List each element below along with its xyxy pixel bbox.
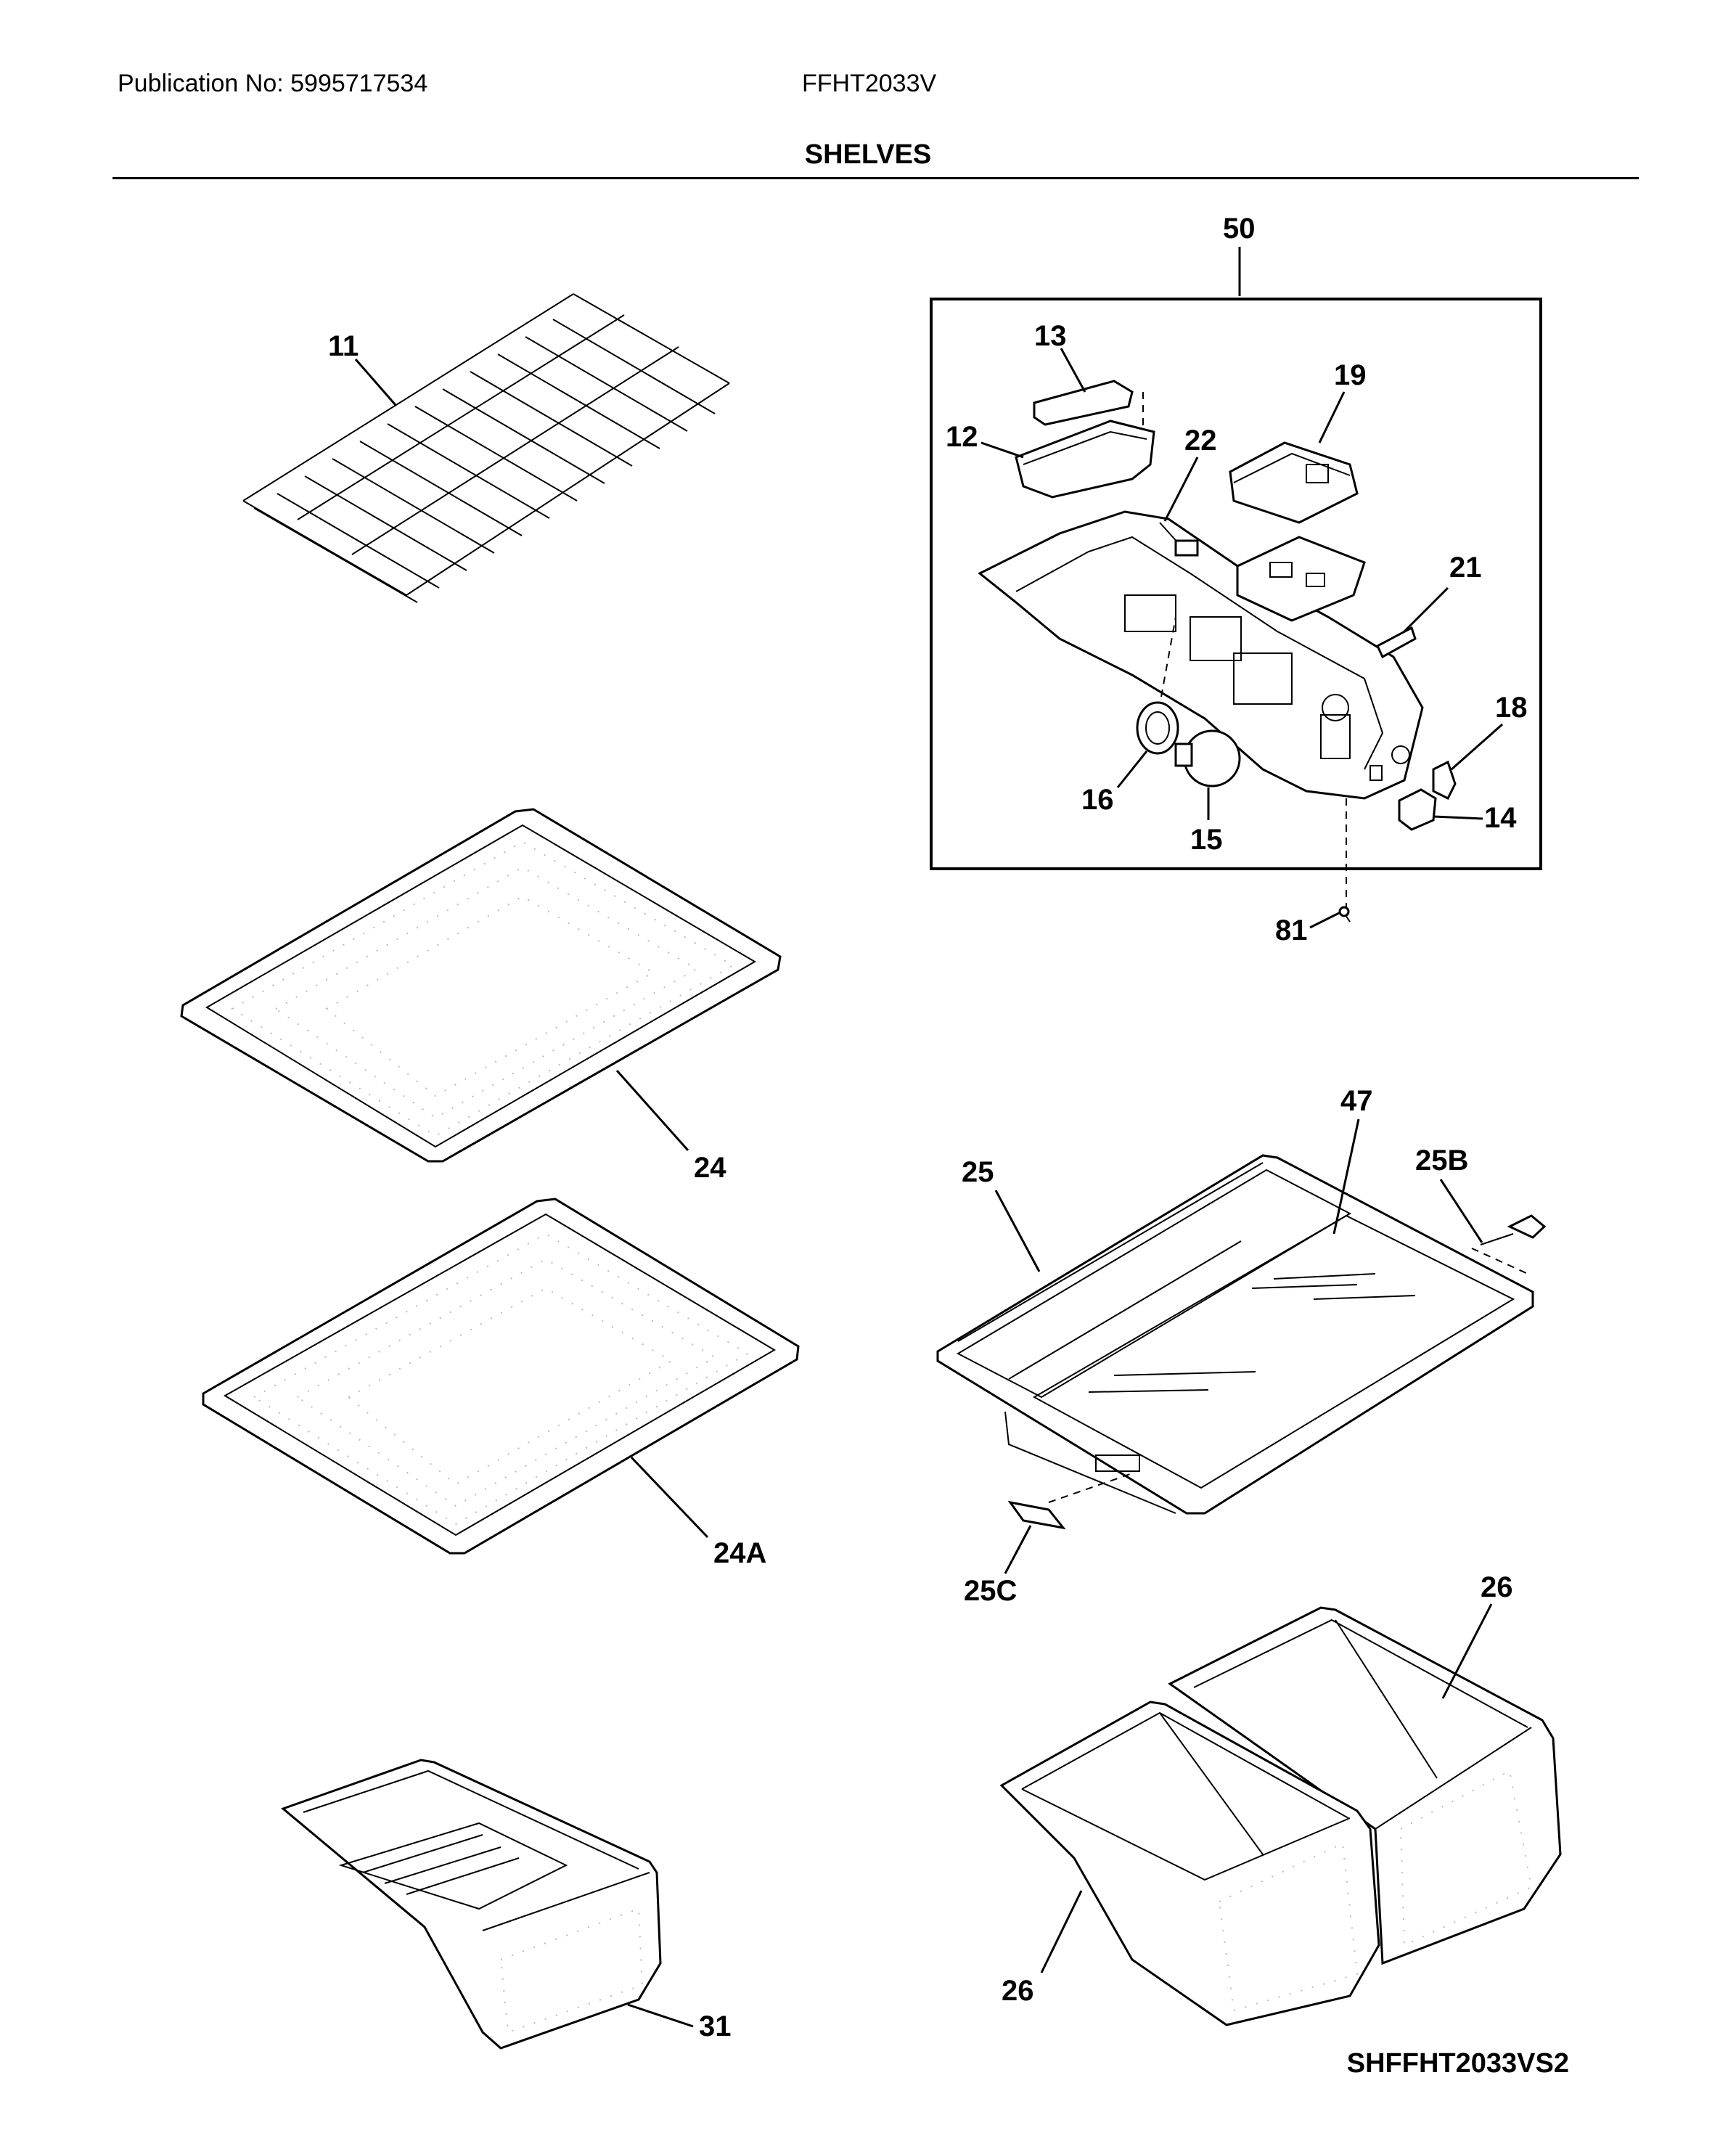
wire-shelf-part-11 [242, 293, 730, 603]
dash-16 [1160, 616, 1176, 697]
leader-21 [1403, 586, 1449, 633]
leader-22 [1163, 457, 1199, 522]
leader-12 [980, 441, 1024, 459]
leader-14 [1433, 815, 1483, 820]
leader-24a [630, 1456, 709, 1539]
lamp-shield-part-13 [1033, 380, 1134, 426]
callout-18: 18 [1495, 692, 1528, 724]
leader-16 [1116, 750, 1148, 788]
leader-31 [627, 2003, 694, 2028]
lamp-socket-part-16 [1136, 701, 1179, 755]
header-divider [112, 177, 1639, 179]
callout-24: 24 [694, 1152, 726, 1184]
callout-22: 22 [1184, 425, 1217, 457]
light-bulb-part-15 [1174, 729, 1241, 787]
screw-part-81 [1338, 906, 1351, 922]
glass-shelf-part-24a [202, 1198, 800, 1555]
callout-15: 15 [1190, 824, 1223, 856]
callout-25c: 25C [964, 1575, 1017, 1607]
callout-25b: 25B [1415, 1145, 1468, 1177]
callout-26-bottom: 26 [1002, 1975, 1034, 2007]
control-housing [978, 510, 1424, 800]
dash-25b [1471, 1248, 1528, 1274]
callout-11: 11 [328, 330, 359, 362]
model-number: FFHT2033V [802, 70, 937, 97]
diagram-code: SHFFHT2033VS2 [1346, 2048, 1569, 2079]
wire-harness-part-22 [1159, 522, 1199, 557]
page-title: SHELVES [804, 139, 932, 170]
callout-25: 25 [962, 1156, 994, 1188]
leader-13 [1060, 348, 1086, 393]
callout-31: 31 [699, 2010, 732, 2042]
clip-part-25c [1007, 1500, 1066, 1530]
dash-25c [1048, 1473, 1133, 1503]
callout-50: 50 [1223, 213, 1256, 245]
leader-24 [615, 1070, 689, 1151]
control-board [1236, 536, 1366, 622]
bracket-part-21 [1376, 626, 1417, 659]
knob-part-18 [1432, 760, 1457, 801]
control-relay-part-19 [1229, 441, 1359, 524]
leader-25b [1439, 1179, 1483, 1243]
callout-24a: 24A [713, 1537, 766, 1569]
control-assembly-frame [930, 298, 1542, 870]
leader-47 [1332, 1118, 1360, 1235]
callout-21: 21 [1449, 552, 1482, 584]
leader-81 [1309, 912, 1340, 929]
glass-insert-part-47 [1088, 1273, 1416, 1393]
leader-26-top [1441, 1603, 1493, 1699]
leader-11 [354, 359, 397, 406]
publication-number: Publication No: 5995717534 [118, 70, 428, 97]
callout-47: 47 [1340, 1085, 1373, 1117]
crisper-cover-part-25 [936, 1154, 1534, 1515]
callout-26-top: 26 [1481, 1571, 1513, 1603]
leader-25 [994, 1190, 1041, 1272]
meat-pan-part-31 [281, 1759, 662, 2050]
glass-shelf-part-24 [180, 808, 782, 1163]
switch-part-14 [1398, 788, 1437, 831]
crisper-drawer-left-part-26 [999, 1701, 1380, 2026]
lamp-cover-part-12 [1015, 420, 1155, 499]
callout-13: 13 [1034, 320, 1067, 352]
leader-18 [1451, 723, 1503, 771]
leader-26-bottom [1040, 1890, 1083, 1973]
callout-19: 19 [1334, 359, 1367, 391]
leader-25c [1004, 1525, 1032, 1574]
crisper-drawer-right-part-26 [1168, 1606, 1562, 1965]
callout-81: 81 [1275, 914, 1308, 946]
stop-part-25b [1480, 1214, 1547, 1245]
callout-14: 14 [1484, 802, 1517, 834]
callout-12: 12 [946, 421, 978, 453]
callout-16: 16 [1081, 784, 1114, 816]
leader-19 [1318, 391, 1346, 443]
